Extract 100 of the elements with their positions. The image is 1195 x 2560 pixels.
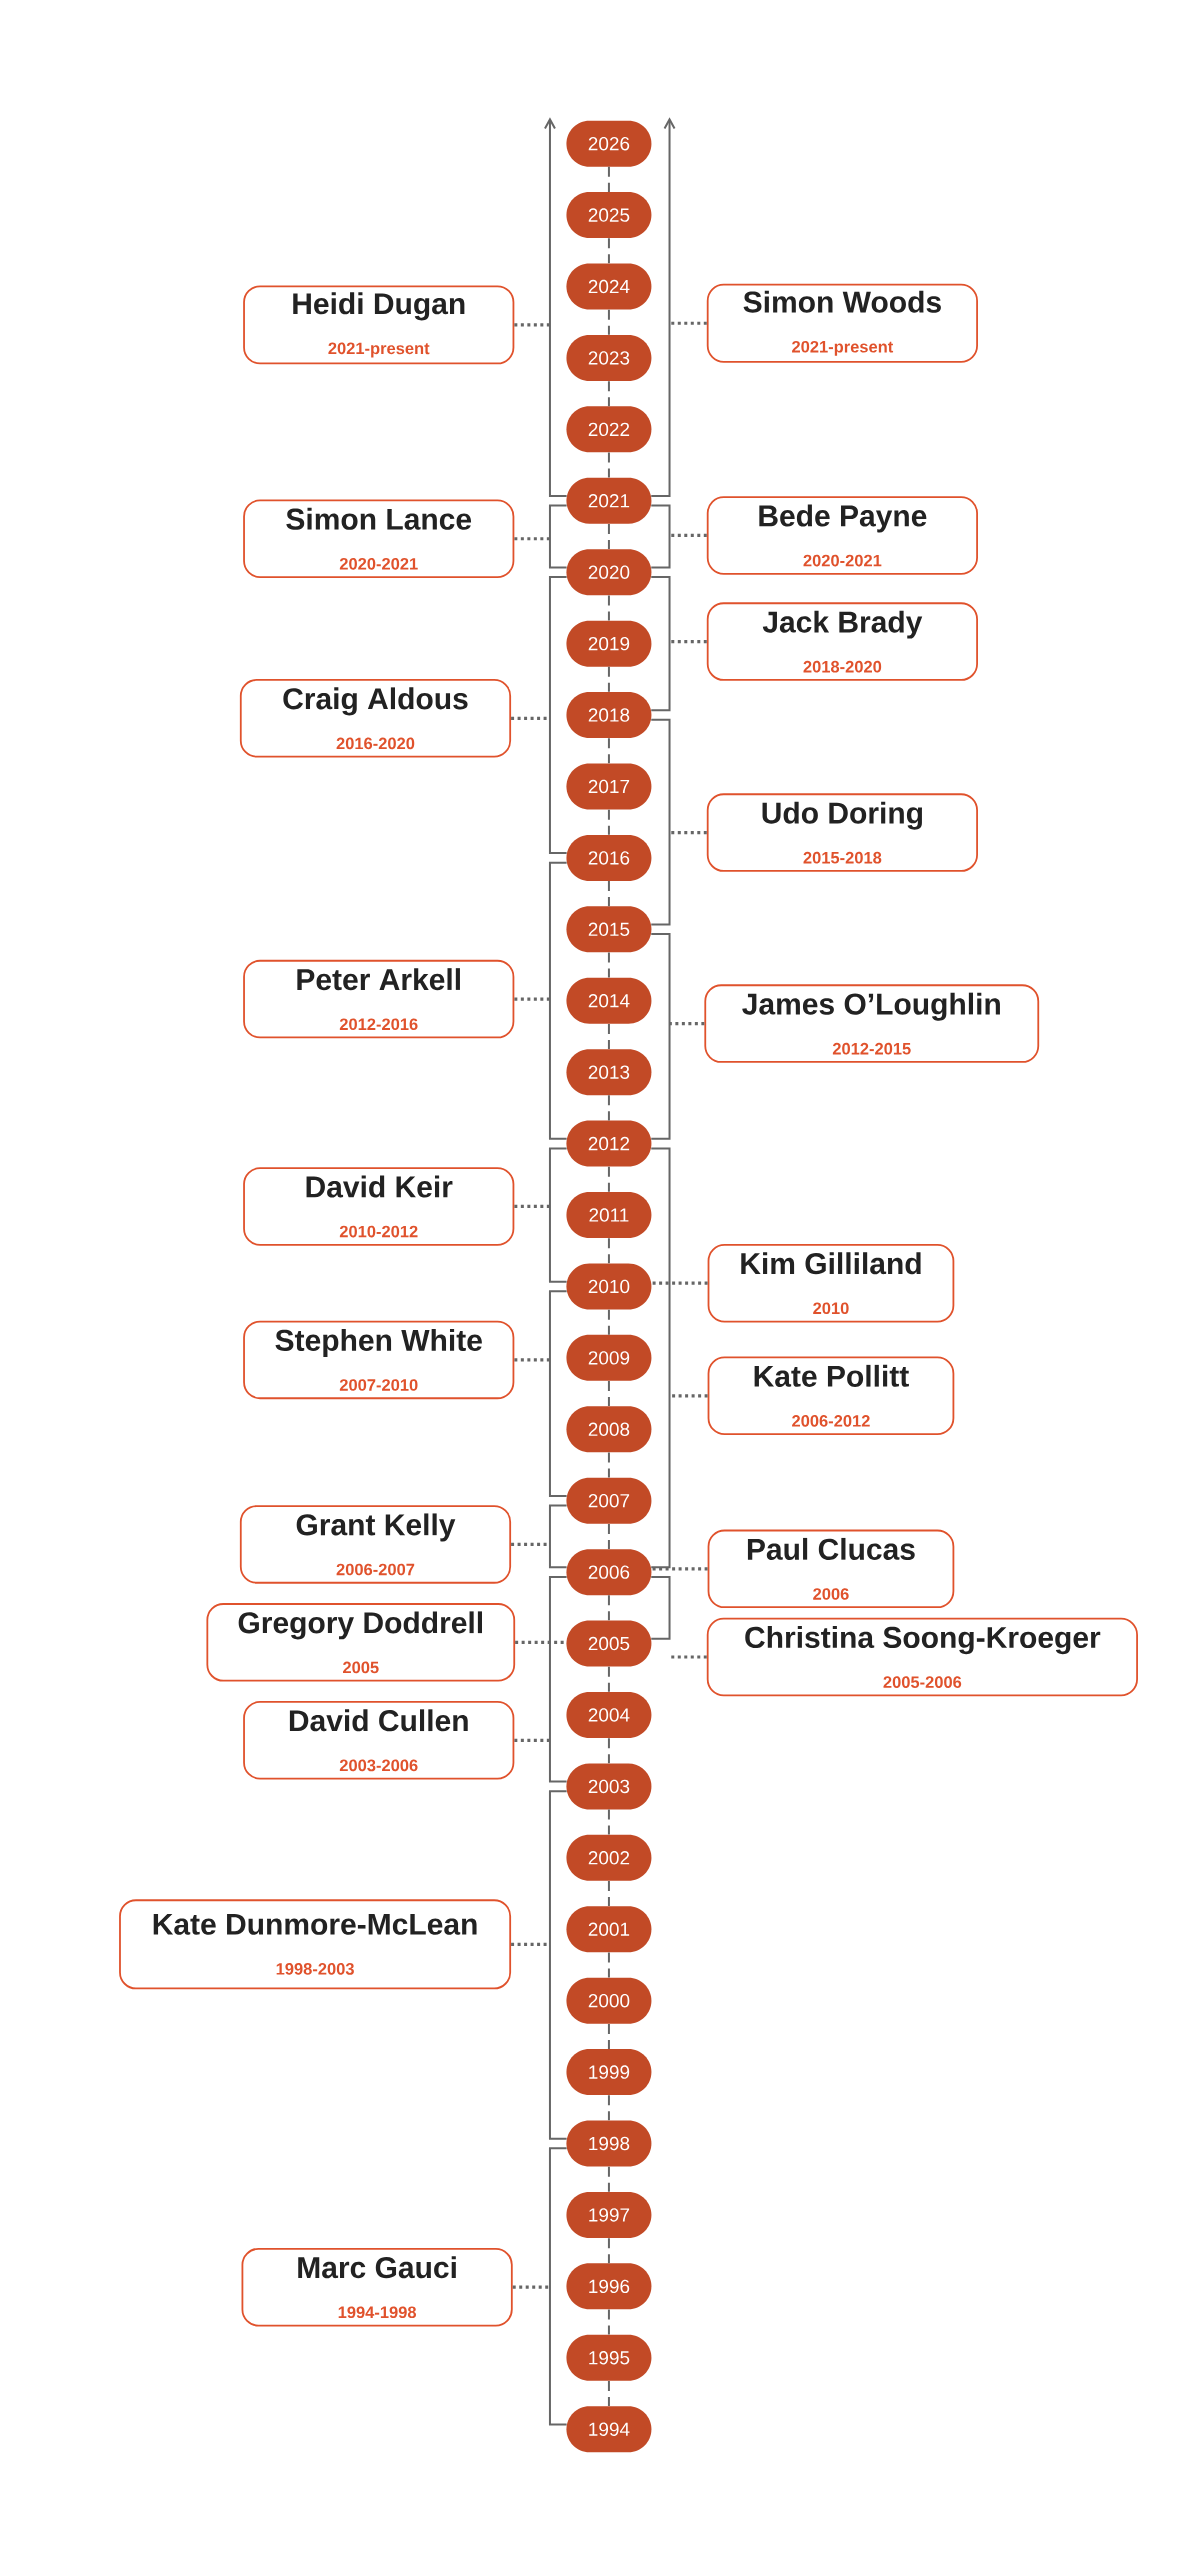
bracket-line [548,1575,568,1783]
timeline-arrow [543,117,568,497]
connector-line [607,2094,610,2122]
year-pill: 2012 [566,1120,652,1167]
name-card: James O’Loughlin 2012-2015 [704,984,1040,1063]
connector-line [607,1951,610,1979]
leader-line [514,537,550,541]
connector-line [607,1094,610,1122]
connector-line [607,2022,610,2050]
name-card: Grant Kelly 2006-2007 [239,1505,512,1584]
year-pill: 2004 [566,1692,652,1738]
connector-line [607,2308,610,2336]
year-pill: 2015 [566,906,652,953]
year-pill: 1995 [566,2334,652,2381]
connector-line [607,451,610,479]
bracket-line [650,504,671,569]
leader-line [515,1640,567,1644]
leader-line [651,1281,708,1285]
name-card: Marc Gauci 1994-1998 [241,2247,513,2327]
connector-line [607,1808,610,1836]
name-card: Craig Aldous 2016-2020 [239,679,512,758]
year-pill: 1997 [566,2191,652,2238]
year-pill: 2010 [566,1263,652,1310]
year-pill: 2000 [566,1977,652,2024]
connector-line [607,1522,610,1550]
year-pill: 2024 [566,263,652,310]
bracket-line [548,1290,568,1497]
year-pill: 2019 [566,620,652,667]
timeline-arrow [650,117,676,497]
leader-line [511,1942,550,1946]
year-pill: 2006 [566,1549,652,1596]
year-pill: 2022 [566,406,652,453]
leader-line [514,323,550,327]
connector-line [607,1665,610,1693]
name-card: David Cullen 2003-2006 [243,1701,515,1780]
leader-line [514,1358,550,1362]
year-pill: 2025 [566,192,652,239]
year-pill: 2005 [566,1620,652,1667]
year-pill: 2009 [566,1334,652,1381]
bracket-line [650,576,671,712]
leader-line [669,533,707,538]
connector-line [607,1594,610,1622]
bracket-line [650,933,671,1140]
year-pill: 1994 [566,2406,652,2453]
connector-line [607,1165,610,1193]
year-pill: 2008 [566,1406,652,1453]
connector-line [607,2237,610,2265]
bracket-line [650,1575,671,1640]
year-pill: 2020 [566,549,652,596]
name-card: Heidi Dugan 2021-present [243,285,515,365]
leader-line [514,997,550,1001]
year-pill: 2003 [566,1763,652,1810]
year-pill: 2026 [566,120,652,167]
leader-line [669,321,707,325]
connector-line [607,380,610,408]
connector-line [607,1451,610,1479]
name-card: Gregory Doddrell 2005 [206,1603,516,1682]
year-pill: 2011 [566,1192,652,1238]
connector-line [607,737,610,765]
year-pill: 2013 [566,1049,652,1096]
bracket-line [650,1147,671,1569]
leader-line [651,1567,708,1571]
connector-line [607,1737,610,1765]
connector-line [607,1022,610,1050]
year-pill: 2001 [566,1906,652,1953]
name-card: Christina Soong-Kroeger 2005-2006 [706,1617,1138,1697]
connector-line [607,1237,610,1265]
name-card: Paul Clucas 2006 [707,1529,955,1609]
connector-line [607,1380,610,1408]
name-card: David Keir 2010-2012 [243,1167,515,1246]
leader-line [511,716,550,720]
name-card: Bede Payne 2020-2021 [706,496,978,575]
connector-line [607,308,610,336]
leader-line [669,1394,708,1398]
name-card: Kate Pollitt 2006-2012 [707,1356,955,1436]
year-pill: 2023 [566,334,652,381]
leader-line [512,2285,550,2289]
connector-line [607,594,610,622]
connector-line [607,2380,610,2407]
name-card: Udo Doring 2015-2018 [706,793,978,872]
name-card: Jack Brady 2018-2020 [706,602,978,681]
name-card: Simon Woods 2021-present [706,283,978,363]
bracket-line [548,1504,568,1569]
name-card: Kate Dunmore-McLean 1998-2003 [119,1899,512,1990]
connector-line [607,951,610,979]
connector-line [607,165,610,193]
connector-line [607,880,610,908]
year-pill: 1999 [566,2049,652,2096]
bracket-line [548,1147,568,1283]
bracket-line [548,1790,568,2140]
leader-line [669,640,707,644]
year-pill: 1996 [566,2263,652,2310]
year-pill: 1998 [566,2120,652,2167]
leader-line [514,1738,550,1742]
bracket-line [650,718,671,926]
connector-line [607,1308,610,1336]
leader-line [514,1204,550,1209]
year-pill: 2002 [566,1834,652,1881]
connector-line [607,2165,610,2193]
bracket-line [548,2147,568,2426]
